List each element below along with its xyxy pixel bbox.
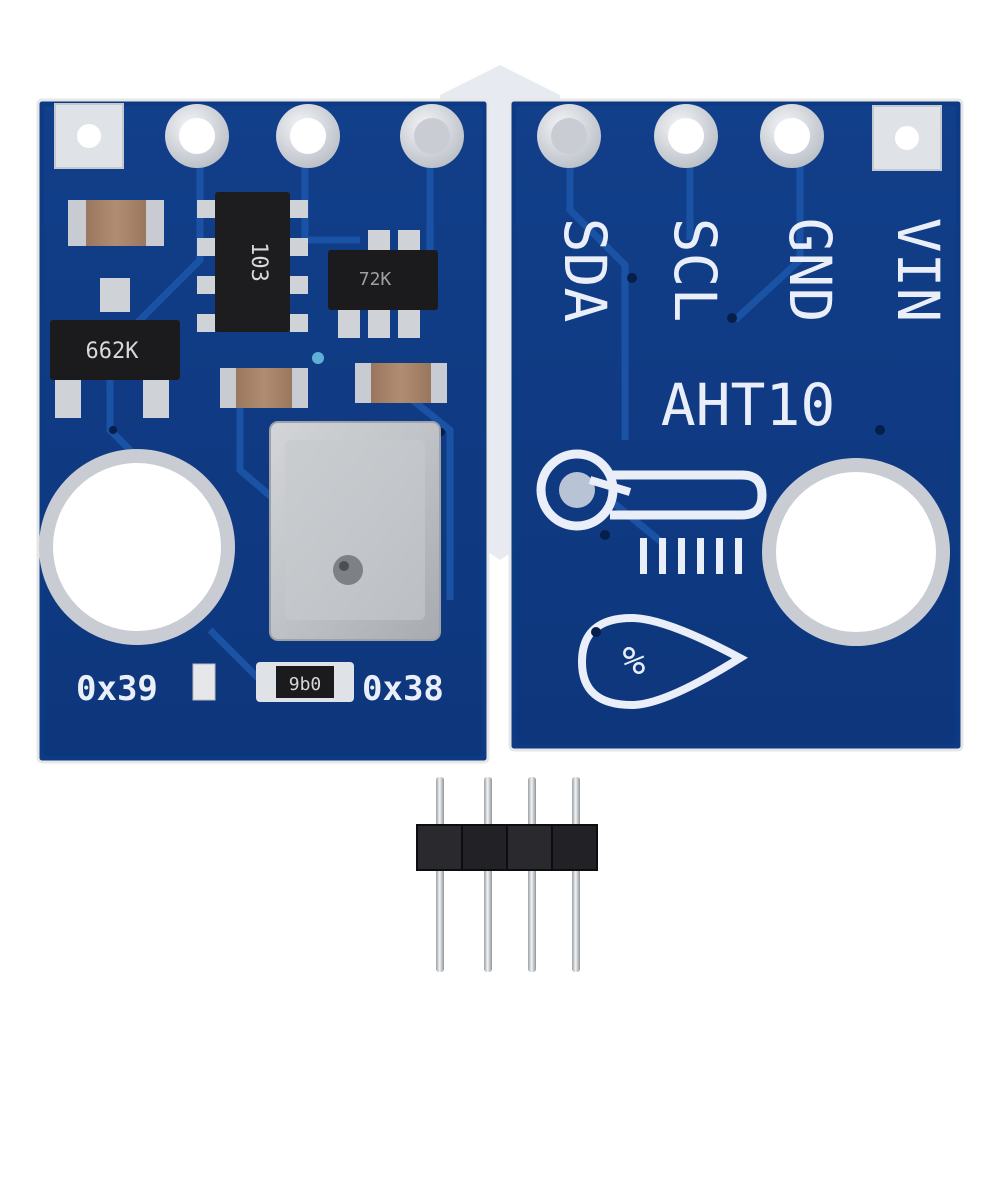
pin-label-scl: SCL xyxy=(661,218,729,323)
pad-square-back xyxy=(872,105,942,171)
via-light xyxy=(312,352,324,364)
pin-label-vin: VIN xyxy=(884,218,952,323)
jumper-resistor-label: 9b0 xyxy=(289,674,322,695)
pin-header xyxy=(416,777,598,972)
pcb-front: 103 662K 72K xyxy=(36,98,490,764)
address-0x38-label: 0x38 xyxy=(362,669,444,709)
pcb-back: SDA SCL GND VIN AHT10 % xyxy=(508,98,964,752)
mounting-hole-front xyxy=(39,449,235,645)
capacitor-c3 xyxy=(355,363,447,403)
jumper-resistor: 9b0 xyxy=(256,662,354,702)
transistor-sot23: 662K xyxy=(50,278,180,418)
resistor-network-label: 103 xyxy=(246,242,271,282)
capacitor-c2 xyxy=(220,368,308,408)
humidity-drop-icon: % xyxy=(577,613,748,710)
header-pins xyxy=(436,777,580,972)
thermometer-icon xyxy=(536,449,767,531)
jumper-pad-0x39 xyxy=(192,663,216,701)
pin-label-sda: SDA xyxy=(551,218,619,323)
aht10-sensor xyxy=(269,421,441,641)
header-plastic xyxy=(416,824,598,871)
pad-square-front xyxy=(54,103,124,169)
capacitor-c1 xyxy=(68,200,164,246)
pad-round-back-3 xyxy=(760,104,824,168)
address-0x39-label: 0x39 xyxy=(76,669,158,709)
pad-round-front-4 xyxy=(400,104,464,168)
resistor-network: 103 xyxy=(197,192,308,332)
pad-round-front-3 xyxy=(276,104,340,168)
pad-round-back-2 xyxy=(654,104,718,168)
pin-label-gnd: GND xyxy=(776,218,844,323)
transistor-label: 662K xyxy=(86,339,140,364)
pad-round-back-1 xyxy=(537,104,601,168)
mounting-hole-back xyxy=(762,458,950,646)
model-label: AHT10 xyxy=(661,371,836,439)
pad-round-front-2 xyxy=(165,104,229,168)
regulator-label: 72K xyxy=(359,269,392,290)
thermometer-scale-icon xyxy=(640,538,742,574)
humidity-symbol: % xyxy=(623,639,646,683)
regulator-chip: 72K xyxy=(328,230,438,338)
